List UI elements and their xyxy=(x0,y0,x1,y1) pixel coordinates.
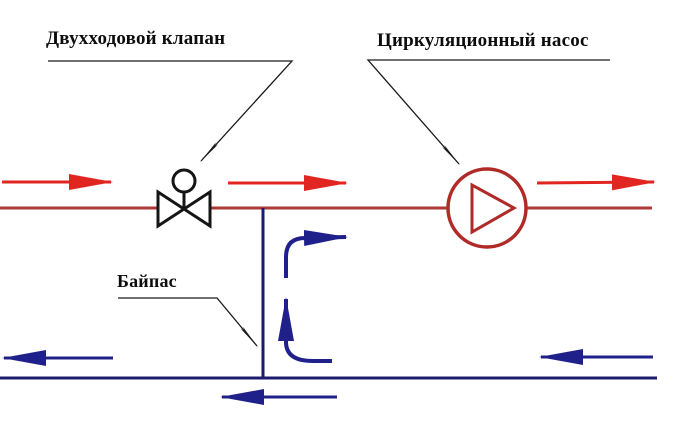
valve-actuator xyxy=(171,168,197,194)
circulation-pump-icon xyxy=(446,167,528,249)
pump-label: Циркуляционный насос xyxy=(377,30,589,51)
supply-flow-arrow-right xyxy=(536,174,656,191)
bypass-leader-line xyxy=(118,297,259,348)
bypass-label: Байпас xyxy=(117,271,177,291)
valve-leader-line xyxy=(48,60,294,163)
bypass-flow-arrow-out xyxy=(284,230,348,278)
pump-impeller xyxy=(470,182,518,235)
two-way-valve-icon xyxy=(156,168,212,229)
bypass-flow-arrow-up xyxy=(278,297,332,363)
valve-label: Двухходовой клапан xyxy=(46,28,226,49)
pump-leader-line xyxy=(366,59,610,166)
